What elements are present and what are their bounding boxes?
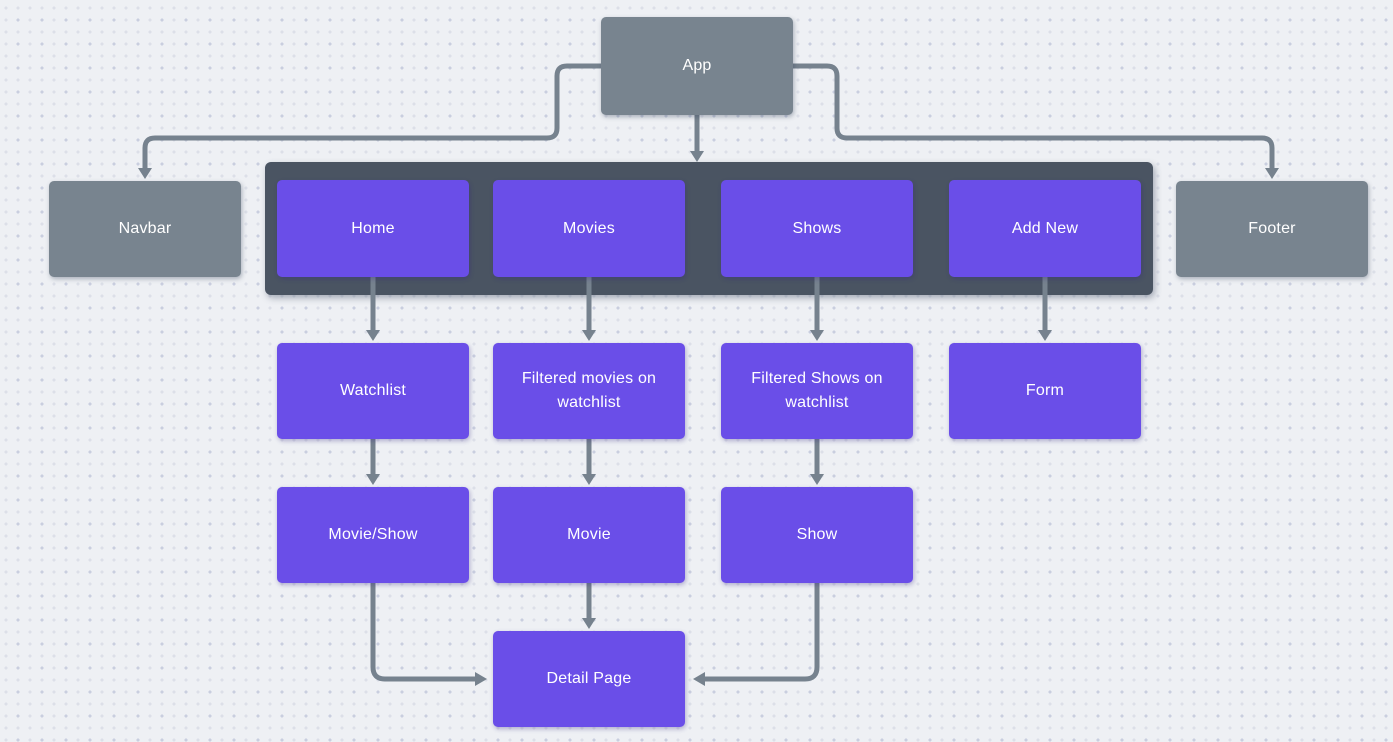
node-footer[interactable]: Footer (1176, 181, 1368, 277)
node-filtered-shows[interactable]: Filtered Shows on watchlist (721, 343, 913, 439)
node-shows[interactable]: Shows (721, 180, 913, 277)
node-home[interactable]: Home (277, 180, 469, 277)
node-show[interactable]: Show (721, 487, 913, 583)
node-filtered-shows-label: Filtered Shows on watchlist (751, 370, 883, 411)
edge-filteredshows-show (810, 436, 824, 485)
node-detail-page-label: Detail Page (546, 670, 632, 687)
edge-app-nav-group (690, 112, 704, 162)
edge-movieshow-detail (370, 580, 487, 686)
node-movie-show[interactable]: Movie/Show (277, 487, 469, 583)
node-navbar-label: Navbar (118, 220, 172, 237)
node-watchlist-label: Watchlist (339, 382, 407, 399)
edge-movie-detail (582, 580, 596, 629)
node-filtered-movies-label: Filtered movies on watchlist (521, 370, 657, 411)
node-movie-label: Movie (567, 526, 611, 543)
node-movie[interactable]: Movie (493, 487, 685, 583)
node-add-new[interactable]: Add New (949, 180, 1141, 277)
edge-app-navbar (138, 63, 604, 179)
edge-shows-filtered-shows (810, 274, 824, 341)
node-shows-label: Shows (792, 219, 842, 237)
edge-home-watchlist (366, 274, 380, 341)
node-watchlist[interactable]: Watchlist (277, 343, 469, 439)
node-form[interactable]: Form (949, 343, 1141, 439)
node-show-label: Show (796, 526, 838, 543)
node-navbar[interactable]: Navbar (49, 181, 241, 277)
node-movies-label: Movies (563, 219, 615, 237)
node-filtered-movies[interactable]: Filtered movies on watchlist (493, 343, 685, 439)
node-app-label: App (682, 57, 712, 74)
node-movies[interactable]: Movies (493, 180, 685, 277)
edge-watchlist-movieshow (366, 436, 380, 485)
node-detail-page[interactable]: Detail Page (493, 631, 685, 727)
node-home-label: Home (351, 219, 395, 237)
edge-movies-filtered-movies (582, 274, 596, 341)
edge-addnew-form (1038, 274, 1052, 341)
node-add-new-label: Add New (1011, 219, 1079, 237)
edge-show-detail (693, 580, 820, 686)
edge-filteredmovies-movie (582, 436, 596, 485)
node-app[interactable]: App (601, 17, 793, 115)
node-form-label: Form (1025, 382, 1065, 399)
edge-app-footer (790, 63, 1279, 179)
node-footer-label: Footer (1248, 220, 1296, 237)
node-movie-show-label: Movie/Show (328, 526, 418, 543)
